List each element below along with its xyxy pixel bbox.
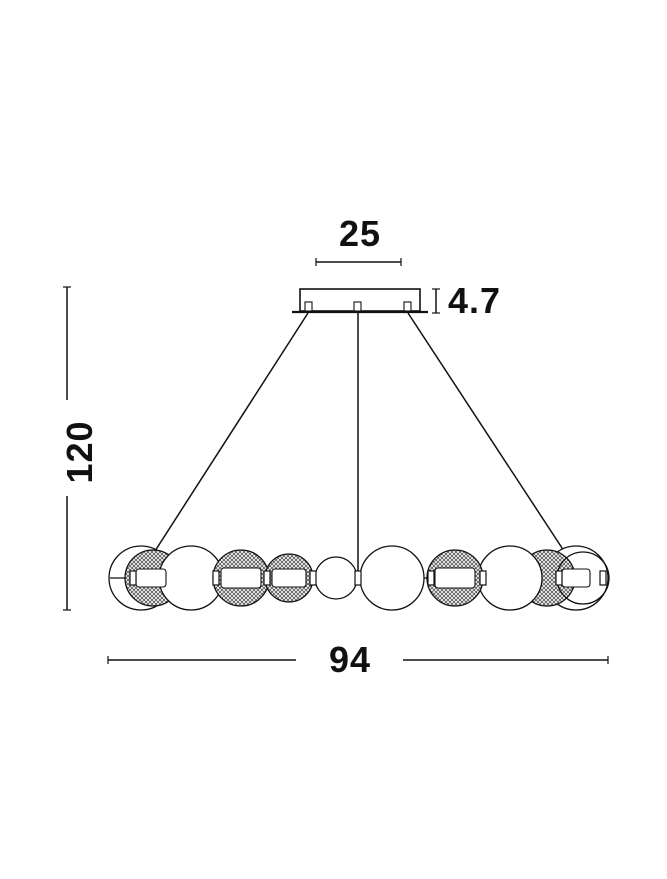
globe-clear: [359, 545, 425, 611]
globe-clear: [314, 556, 358, 600]
globe-clear: [477, 545, 543, 611]
inner-diffusers: [135, 567, 591, 589]
light-ring: [108, 545, 610, 611]
canopy-width-label: 25: [338, 213, 382, 254]
ceiling-canopy: [292, 288, 428, 314]
overall-width-label: 94: [328, 639, 372, 680]
overall-height-label: 120: [59, 420, 100, 484]
canopy-height-label: 4.7: [448, 280, 502, 321]
ring-connectors: [129, 570, 607, 586]
suspension-cables: [154, 312, 565, 577]
